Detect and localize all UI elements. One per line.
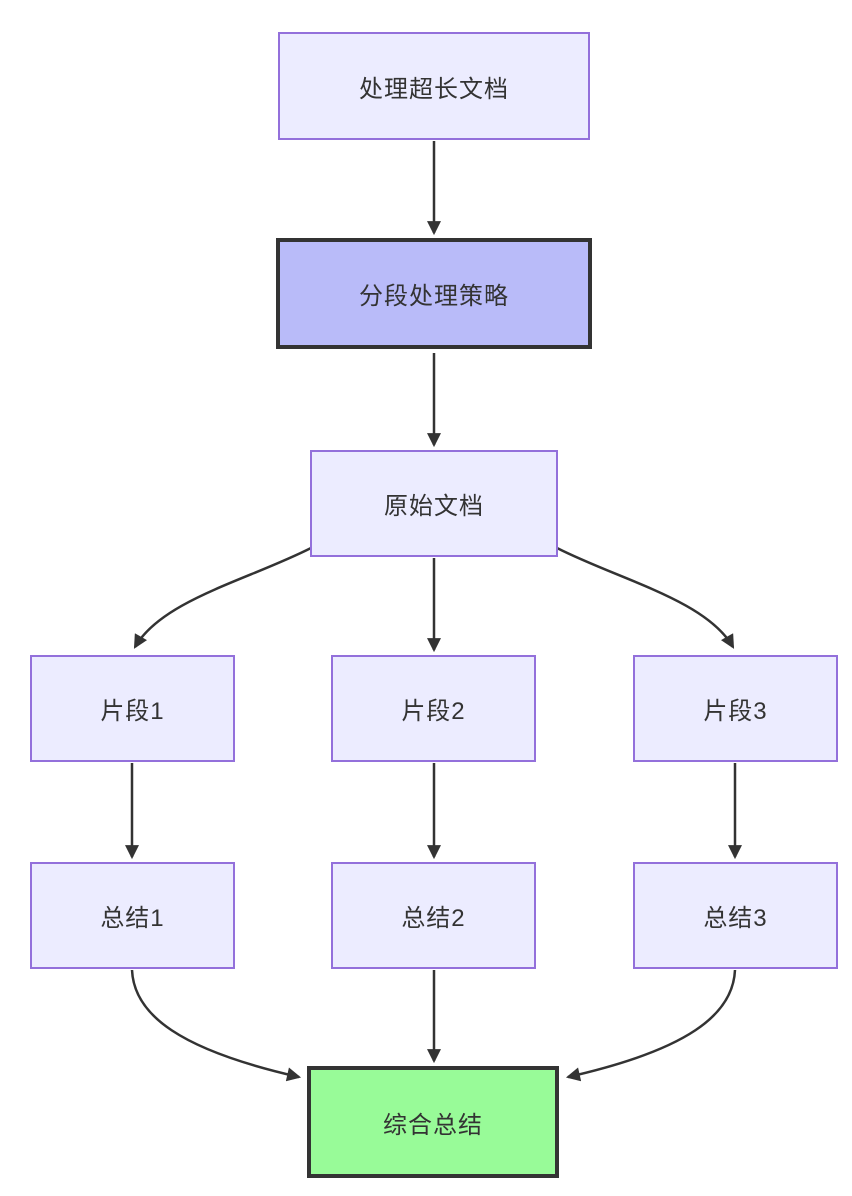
node-combined-summary: 综合总结: [307, 1066, 559, 1178]
node-segment-1: 片段1: [30, 655, 235, 762]
node-summary-1: 总结1: [30, 862, 235, 969]
node-original-document: 原始文档: [310, 450, 558, 557]
edge-C-D3: [556, 546, 735, 649]
edge-C-D1: [133, 546, 312, 649]
node-summary-2: 总结2: [331, 862, 536, 969]
node-segment-3: 片段3: [633, 655, 838, 762]
node-segment-2: 片段2: [331, 655, 536, 762]
edge-E3-F: [565, 969, 737, 1082]
edge-E1-F: [130, 969, 302, 1082]
node-process-long-document: 处理超长文档: [278, 32, 590, 140]
node-summary-3: 总结3: [633, 862, 838, 969]
node-segmentation-strategy: 分段处理策略: [276, 238, 592, 349]
